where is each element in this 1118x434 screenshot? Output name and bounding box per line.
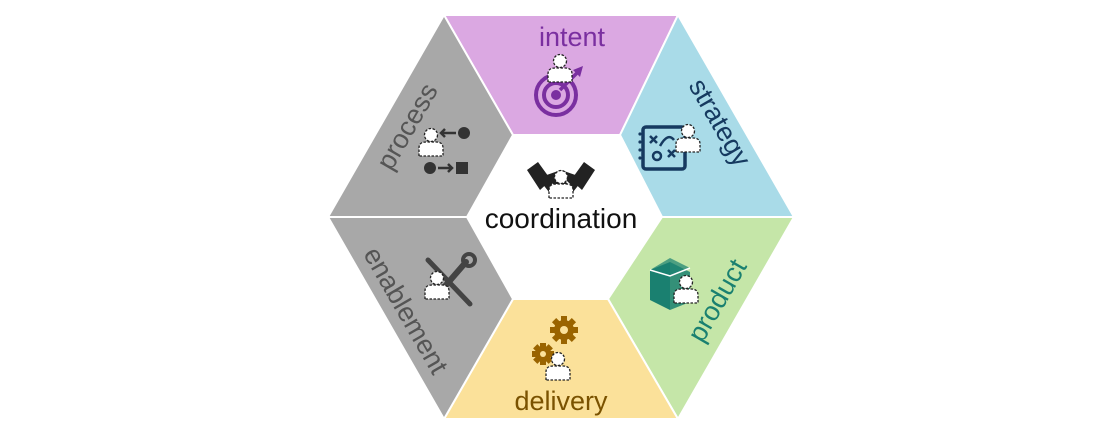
tools-icon [424, 252, 477, 307]
intent-label: intent [539, 22, 606, 52]
package-icon [649, 258, 699, 310]
gears-icon [532, 316, 578, 381]
target-icon [534, 53, 583, 117]
delivery-label: delivery [514, 386, 608, 416]
center-label: coordination [485, 203, 638, 234]
center-hexagon [467, 135, 662, 299]
process-flow-icon [418, 127, 470, 174]
handshake-icon [527, 162, 595, 199]
strategy-board-icon [638, 123, 701, 171]
